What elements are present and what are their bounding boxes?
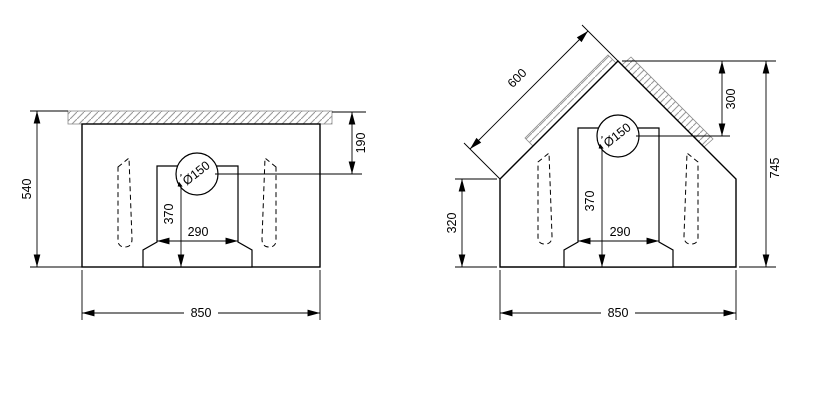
- dim-total-height: 745: [739, 61, 782, 268]
- dim-text-370: 370: [583, 191, 597, 212]
- dim-text-bg: [601, 306, 635, 320]
- dim-text-745: 745: [768, 158, 782, 179]
- dim-text-600: 600: [505, 66, 530, 91]
- dim-text-850: 850: [191, 306, 212, 320]
- dim-text-300: 300: [724, 89, 738, 110]
- dim-stove-width: 290: [578, 225, 659, 245]
- dim-text-bg: [184, 306, 218, 320]
- dim-text-290: 290: [610, 225, 631, 239]
- ext-line: [463, 142, 501, 180]
- right-view: 600 300 745 320 370 290: [445, 24, 782, 320]
- dim-overall-width: 850: [81, 270, 321, 320]
- dim-text-850: 850: [608, 306, 629, 320]
- dim-text-190: 190: [354, 133, 368, 154]
- dim-left-side-height: 320: [445, 178, 497, 268]
- dim-top-to-flue: 190: [332, 111, 368, 174]
- dim-line: [469, 30, 589, 150]
- left-side-vent-dashed: [117, 157, 133, 248]
- stove-pedestal: [563, 127, 674, 268]
- dim-overall-width: 850: [499, 270, 737, 320]
- label-bg: [598, 117, 637, 152]
- dim-text-320: 320: [445, 213, 459, 234]
- dim-text-290: 290: [188, 225, 209, 239]
- left-view: 540 190 370 290 850 Ø150: [20, 110, 368, 320]
- wall-hatch-band: [67, 110, 333, 125]
- ext-line: [581, 24, 619, 62]
- dim-flue-to-base: 370: [162, 174, 185, 267]
- dim-total-height: 540: [20, 110, 82, 268]
- dim-text-370: 370: [162, 204, 176, 225]
- label-bg: [177, 155, 216, 190]
- dim-flue-to-base: 370: [583, 136, 606, 267]
- dim-text-540: 540: [20, 179, 34, 200]
- dim-apex-to-flue: 300: [622, 60, 776, 136]
- dim-stove-width: 290: [157, 225, 238, 245]
- right-side-vent-dashed: [261, 157, 277, 248]
